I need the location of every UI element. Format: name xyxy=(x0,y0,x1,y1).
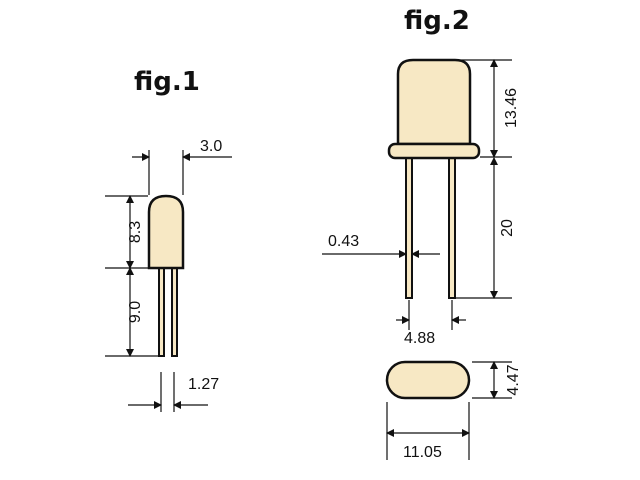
fig1: fig.1 3.0 8.3 9.0 xyxy=(105,67,232,412)
fig2-can-height-label: 13.46 xyxy=(503,88,520,128)
fig1-width-label: 3.0 xyxy=(200,138,222,155)
fig2-lead-length-dimension: 20 xyxy=(456,157,516,299)
fig2-top-view-outline xyxy=(385,360,471,400)
fig1-title: fig.1 xyxy=(134,67,200,97)
fig1-lead-right xyxy=(171,263,178,357)
fig2: fig.2 13.46 20 0.43 xyxy=(322,6,522,461)
fig2-lead-spacing-label: 4.88 xyxy=(404,330,435,347)
fig2-body-length-dimension: 11.05 xyxy=(386,402,470,461)
fig2-body-length-label: 11.05 xyxy=(403,444,442,461)
fig1-body xyxy=(147,194,185,270)
fig2-lead-right xyxy=(448,157,456,299)
fig2-can xyxy=(396,58,472,146)
fig2-body-depth-dimension: 4.47 xyxy=(472,361,522,399)
fig2-title: fig.2 xyxy=(404,6,470,36)
fig1-height-dimension: 8.3 xyxy=(105,195,148,269)
fig1-lead-length-label: 9.0 xyxy=(127,301,144,323)
fig1-height-label: 8.3 xyxy=(127,221,144,243)
fig2-lead-length-label: 20 xyxy=(499,219,516,237)
fig2-lead-diameter-dimension: 0.43 xyxy=(322,233,440,258)
fig1-lead-left xyxy=(158,263,165,357)
fig1-lead-spacing-label: 1.27 xyxy=(188,376,219,393)
fig2-flange xyxy=(387,142,481,160)
fig1-lead-length-dimension: 9.0 xyxy=(105,267,158,357)
fig2-body-depth-label: 4.47 xyxy=(505,364,522,395)
fig2-lead-left xyxy=(405,157,413,299)
fig2-lead-diameter-label: 0.43 xyxy=(328,233,359,250)
fig1-lead-spacing-dimension: 1.27 xyxy=(128,372,219,412)
fig1-width-dimension: 3.0 xyxy=(132,138,232,195)
fig2-lead-spacing-dimension: 4.88 xyxy=(396,300,466,347)
